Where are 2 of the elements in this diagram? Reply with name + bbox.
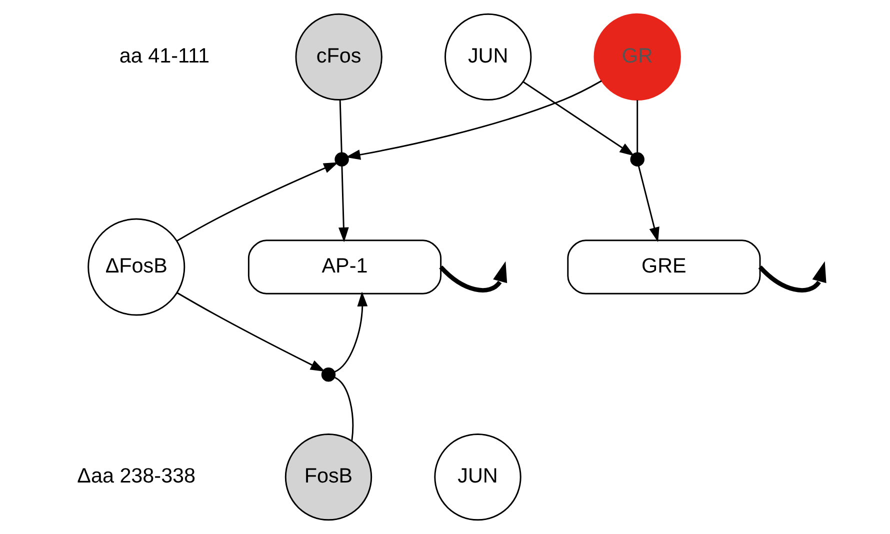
label: aa 41-111 [118,44,209,68]
label: Δaa 238-338 [76,464,196,488]
